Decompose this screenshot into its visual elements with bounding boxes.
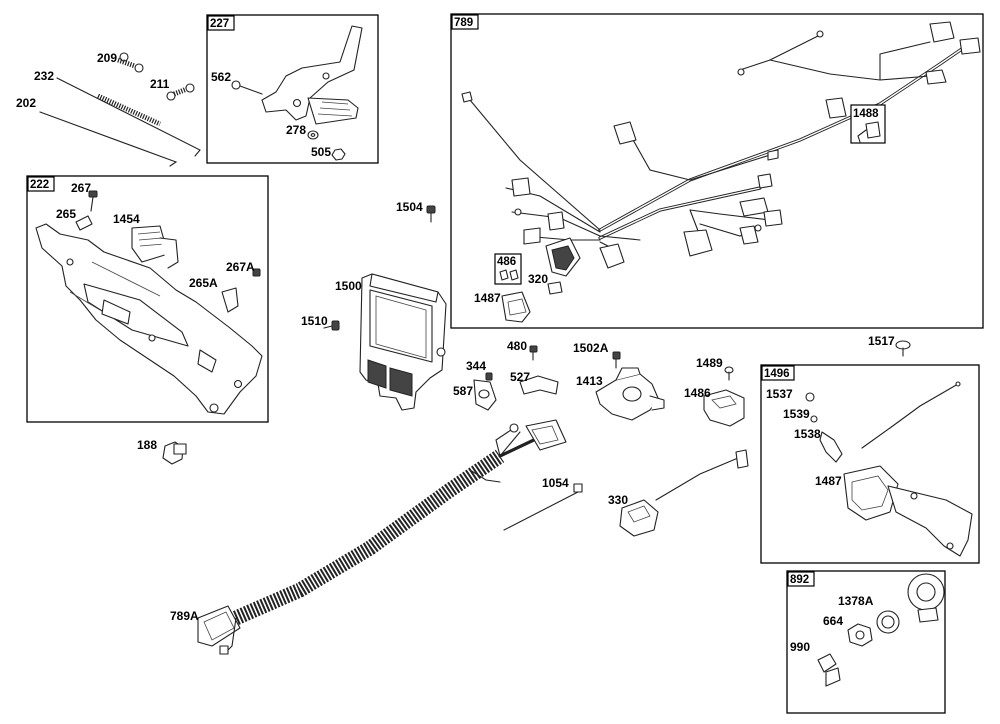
callout-1413: 1413 xyxy=(576,374,603,388)
callout-1378A: 1378A xyxy=(838,594,874,608)
callout-1517: 1517 xyxy=(868,334,895,348)
control-plate-222 xyxy=(35,223,263,415)
ignition-switch-892 xyxy=(907,573,945,623)
callout-990: 990 xyxy=(790,640,810,654)
bolt-267 xyxy=(88,190,98,212)
callout-1539: 1539 xyxy=(783,407,810,421)
svg-text:789: 789 xyxy=(454,17,473,29)
callout-1486: 1486 xyxy=(684,386,711,400)
callout-209: 209 xyxy=(97,51,117,65)
spring-209 xyxy=(117,52,144,73)
bolt-1502A xyxy=(612,351,621,369)
sensor-1413 xyxy=(595,367,665,421)
screw-1504 xyxy=(426,205,436,223)
callout-1510: 1510 xyxy=(301,314,328,328)
callout-1504: 1504 xyxy=(396,200,423,214)
group-tag-789: 789 xyxy=(451,14,479,30)
nut-664 xyxy=(847,623,873,647)
callout-1500: 1500 xyxy=(335,279,362,293)
callout-1489: 1489 xyxy=(696,356,723,370)
pin-1489 xyxy=(724,366,734,381)
callout-587: 587 xyxy=(453,384,473,398)
group-tag-227: 227 xyxy=(207,15,235,31)
screw-1510 xyxy=(323,320,340,331)
rod-232 xyxy=(56,77,201,157)
callout-789A: 789A xyxy=(170,609,199,623)
callout-330: 330 xyxy=(608,493,628,507)
callout-1054: 1054 xyxy=(542,476,569,490)
nut-1539 xyxy=(810,415,818,423)
bolt-1517 xyxy=(895,340,911,357)
group-tag-1496: 1496 xyxy=(761,365,795,381)
clip-265 xyxy=(75,215,93,231)
callout-211: 211 xyxy=(150,77,170,91)
callout-188: 188 xyxy=(137,438,157,452)
nut-505 xyxy=(331,148,346,161)
callout-267A: 267A xyxy=(226,260,255,274)
ecu-module-1500 xyxy=(359,273,447,411)
bracket-265A xyxy=(221,287,239,313)
group-tag-486: 486 xyxy=(494,253,522,285)
svg-text:1496: 1496 xyxy=(764,368,790,380)
terminal-320 xyxy=(547,281,563,295)
wire-1496 xyxy=(861,381,961,449)
bolt-188 xyxy=(162,441,187,465)
callout-527: 527 xyxy=(510,370,530,384)
group-tag-1488: 1488 xyxy=(850,104,886,144)
callout-505: 505 xyxy=(311,145,331,159)
clamp-587 xyxy=(473,379,497,411)
callout-267: 267 xyxy=(71,181,91,195)
washer-1537 xyxy=(805,392,815,402)
callout-265A: 265A xyxy=(189,276,218,290)
group-tag-892: 892 xyxy=(787,571,815,587)
callout-265: 265 xyxy=(56,207,76,221)
svg-text:486: 486 xyxy=(497,256,516,268)
wiring-harness-789 xyxy=(461,21,981,277)
callout-1487-a: 1487 xyxy=(474,291,501,305)
callout-278: 278 xyxy=(286,123,306,137)
group-box-789 xyxy=(450,13,984,329)
throttle-bracket-227 xyxy=(261,25,363,125)
callout-1502A: 1502A xyxy=(573,341,609,355)
lock-washer-1378A xyxy=(876,610,900,634)
group-box-892 xyxy=(786,570,946,714)
callout-344: 344 xyxy=(466,359,486,373)
group-box-1496 xyxy=(760,364,980,564)
callout-664: 664 xyxy=(823,614,843,628)
harness-789A xyxy=(197,419,567,655)
bulb-1538 xyxy=(819,431,843,463)
bracket-527 xyxy=(519,375,559,395)
lamp-housing-1487 xyxy=(843,465,973,557)
connector-1486 xyxy=(703,389,745,427)
svg-text:892: 892 xyxy=(790,574,809,586)
rod-202 xyxy=(39,111,178,167)
bolt-267A xyxy=(252,268,261,277)
callout-1537: 1537 xyxy=(766,387,793,401)
callout-480: 480 xyxy=(507,339,527,353)
cable-tie-1054 xyxy=(503,483,583,531)
svg-text:222: 222 xyxy=(30,179,49,191)
bolt-480 xyxy=(529,345,538,361)
callout-320: 320 xyxy=(528,272,548,286)
callout-562: 562 xyxy=(211,70,231,84)
washer-278 xyxy=(307,130,319,140)
svg-text:227: 227 xyxy=(210,18,229,30)
callout-1487-b: 1487 xyxy=(815,474,842,488)
group-box-227 xyxy=(206,14,379,164)
group-box-222 xyxy=(26,175,269,423)
connector-1487-a xyxy=(501,291,531,323)
clip-344 xyxy=(485,372,493,381)
callout-1454: 1454 xyxy=(113,212,140,226)
callout-1538: 1538 xyxy=(794,427,821,441)
sensor-330 xyxy=(619,449,749,537)
spring-211 xyxy=(166,83,195,101)
switch-1454 xyxy=(131,225,179,269)
callout-232: 232 xyxy=(34,69,54,83)
group-tag-222: 222 xyxy=(27,176,55,192)
callout-202: 202 xyxy=(16,96,36,110)
key-990 xyxy=(817,653,841,687)
svg-text:1488: 1488 xyxy=(853,108,879,120)
bolt-562 xyxy=(231,80,263,95)
